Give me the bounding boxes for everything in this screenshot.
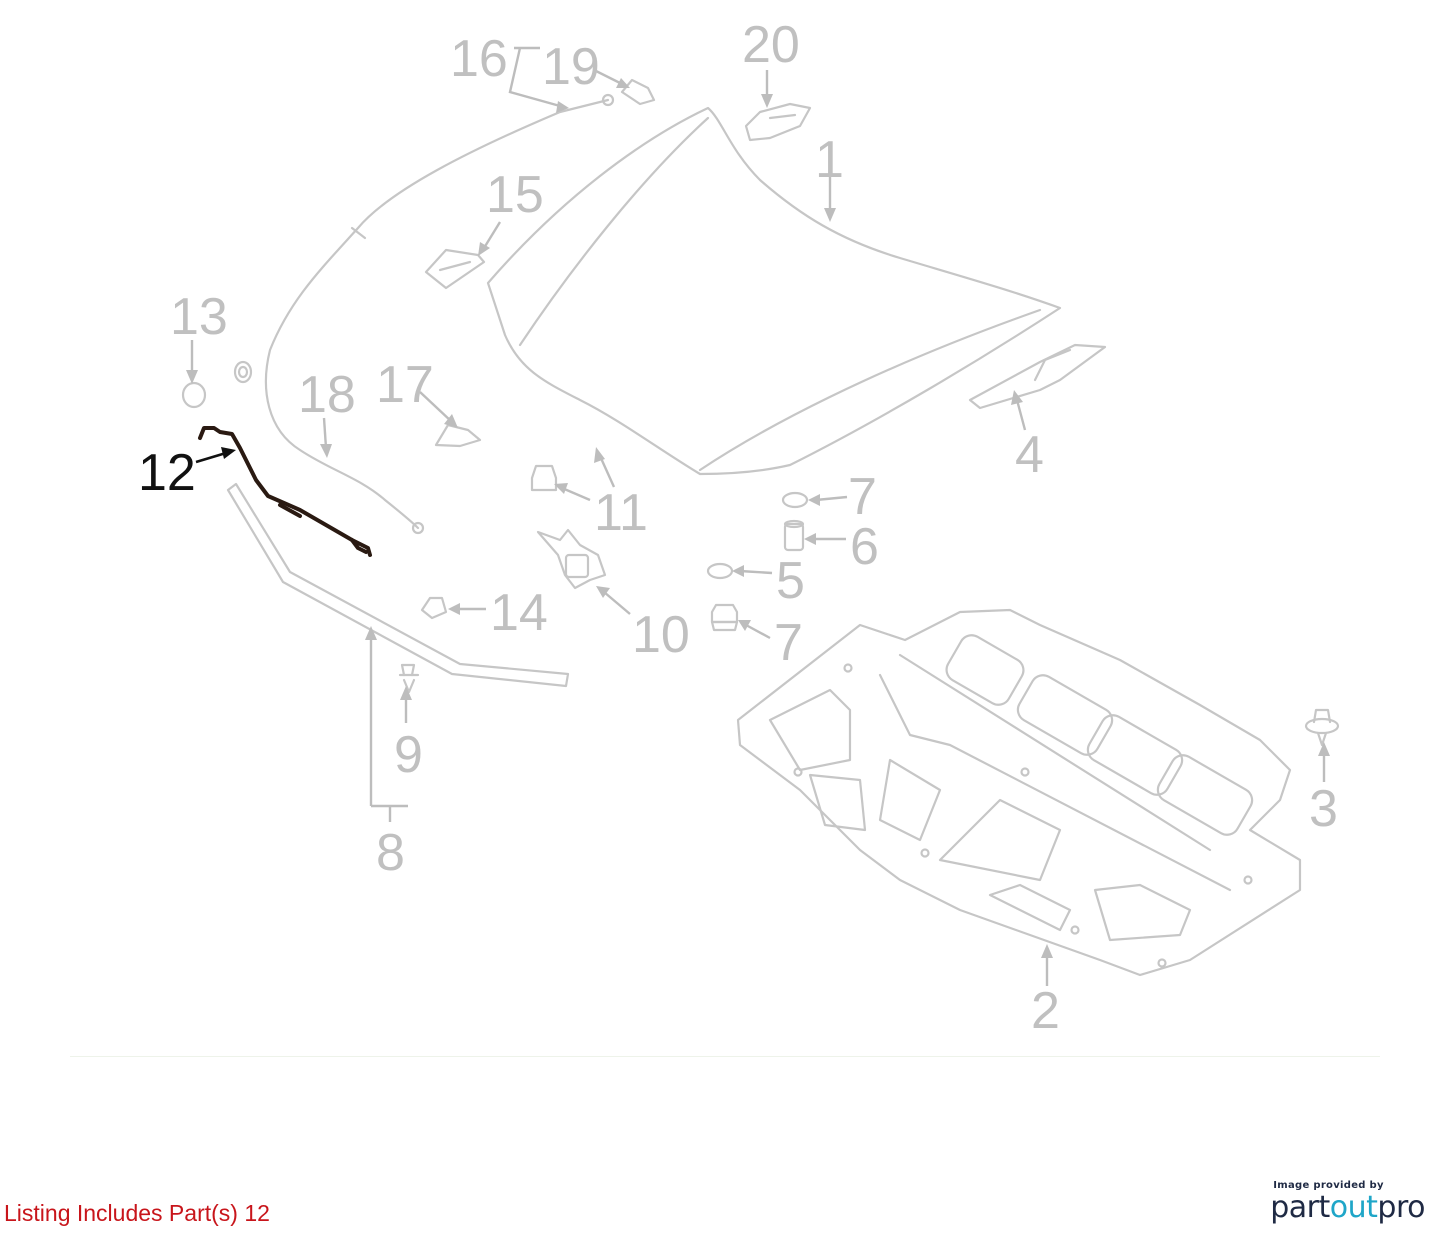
listing-note: Listing Includes Part(s) 12 [4, 1200, 270, 1226]
callout-16: 16 [450, 30, 508, 88]
callout-1: 1 [815, 131, 844, 189]
callout-6: 6 [850, 518, 879, 576]
callout-17: 17 [376, 356, 434, 414]
callout-14: 14 [490, 584, 548, 642]
hinge-bracket-20 [744, 102, 812, 142]
washer-5 [706, 562, 734, 580]
clip-17 [434, 423, 482, 448]
provider-name-pro: pro [1377, 1190, 1425, 1225]
callout-13: 13 [170, 288, 228, 346]
rubber-stop-11 [530, 464, 558, 492]
clip-14 [420, 596, 448, 620]
callout-7-upper: 7 [848, 468, 877, 526]
push-clip-9 [398, 663, 420, 694]
callout-3: 3 [1309, 780, 1338, 838]
ring-7-upper [781, 491, 809, 509]
provider-name-part: part [1270, 1190, 1330, 1225]
stop-7-lower [710, 603, 739, 632]
provider-name-out: out [1329, 1190, 1378, 1225]
bracket-15 [424, 248, 486, 290]
callout-4: 4 [1015, 426, 1044, 484]
bracket-4 [968, 343, 1107, 410]
callout-11: 11 [594, 484, 648, 542]
cable-16-18 [264, 93, 615, 535]
bumper-6 [783, 519, 805, 552]
callout-18: 18 [298, 366, 356, 424]
callout-10: 10 [632, 606, 690, 664]
callout-20: 20 [742, 16, 800, 74]
callout-5: 5 [776, 552, 805, 610]
weatherstrip-8 [226, 482, 570, 688]
callout-15: 15 [486, 166, 544, 224]
release-cable-12 [198, 426, 372, 557]
provider-caption: Image provided by [1273, 1180, 1384, 1191]
grommet-13b [233, 360, 253, 384]
hood-panel [486, 106, 1062, 476]
provider-logo: partoutpro [1270, 1191, 1425, 1225]
callout-8: 8 [376, 824, 405, 882]
callout-7-lower: 7 [774, 614, 803, 672]
hood-latch-10 [536, 528, 607, 590]
callout-2: 2 [1031, 982, 1060, 1040]
grommet-13 [181, 381, 207, 409]
callout-12: 12 [138, 444, 196, 502]
callout-leaders [186, 46, 1330, 986]
clip-19 [620, 78, 656, 106]
divider [70, 1056, 1380, 1057]
callout-9: 9 [394, 726, 423, 784]
clip-3 [1304, 708, 1340, 747]
callout-19: 19 [542, 38, 600, 96]
provider-badge: Image provided by partoutpro [1270, 1180, 1425, 1225]
hood-insulator [736, 608, 1302, 977]
